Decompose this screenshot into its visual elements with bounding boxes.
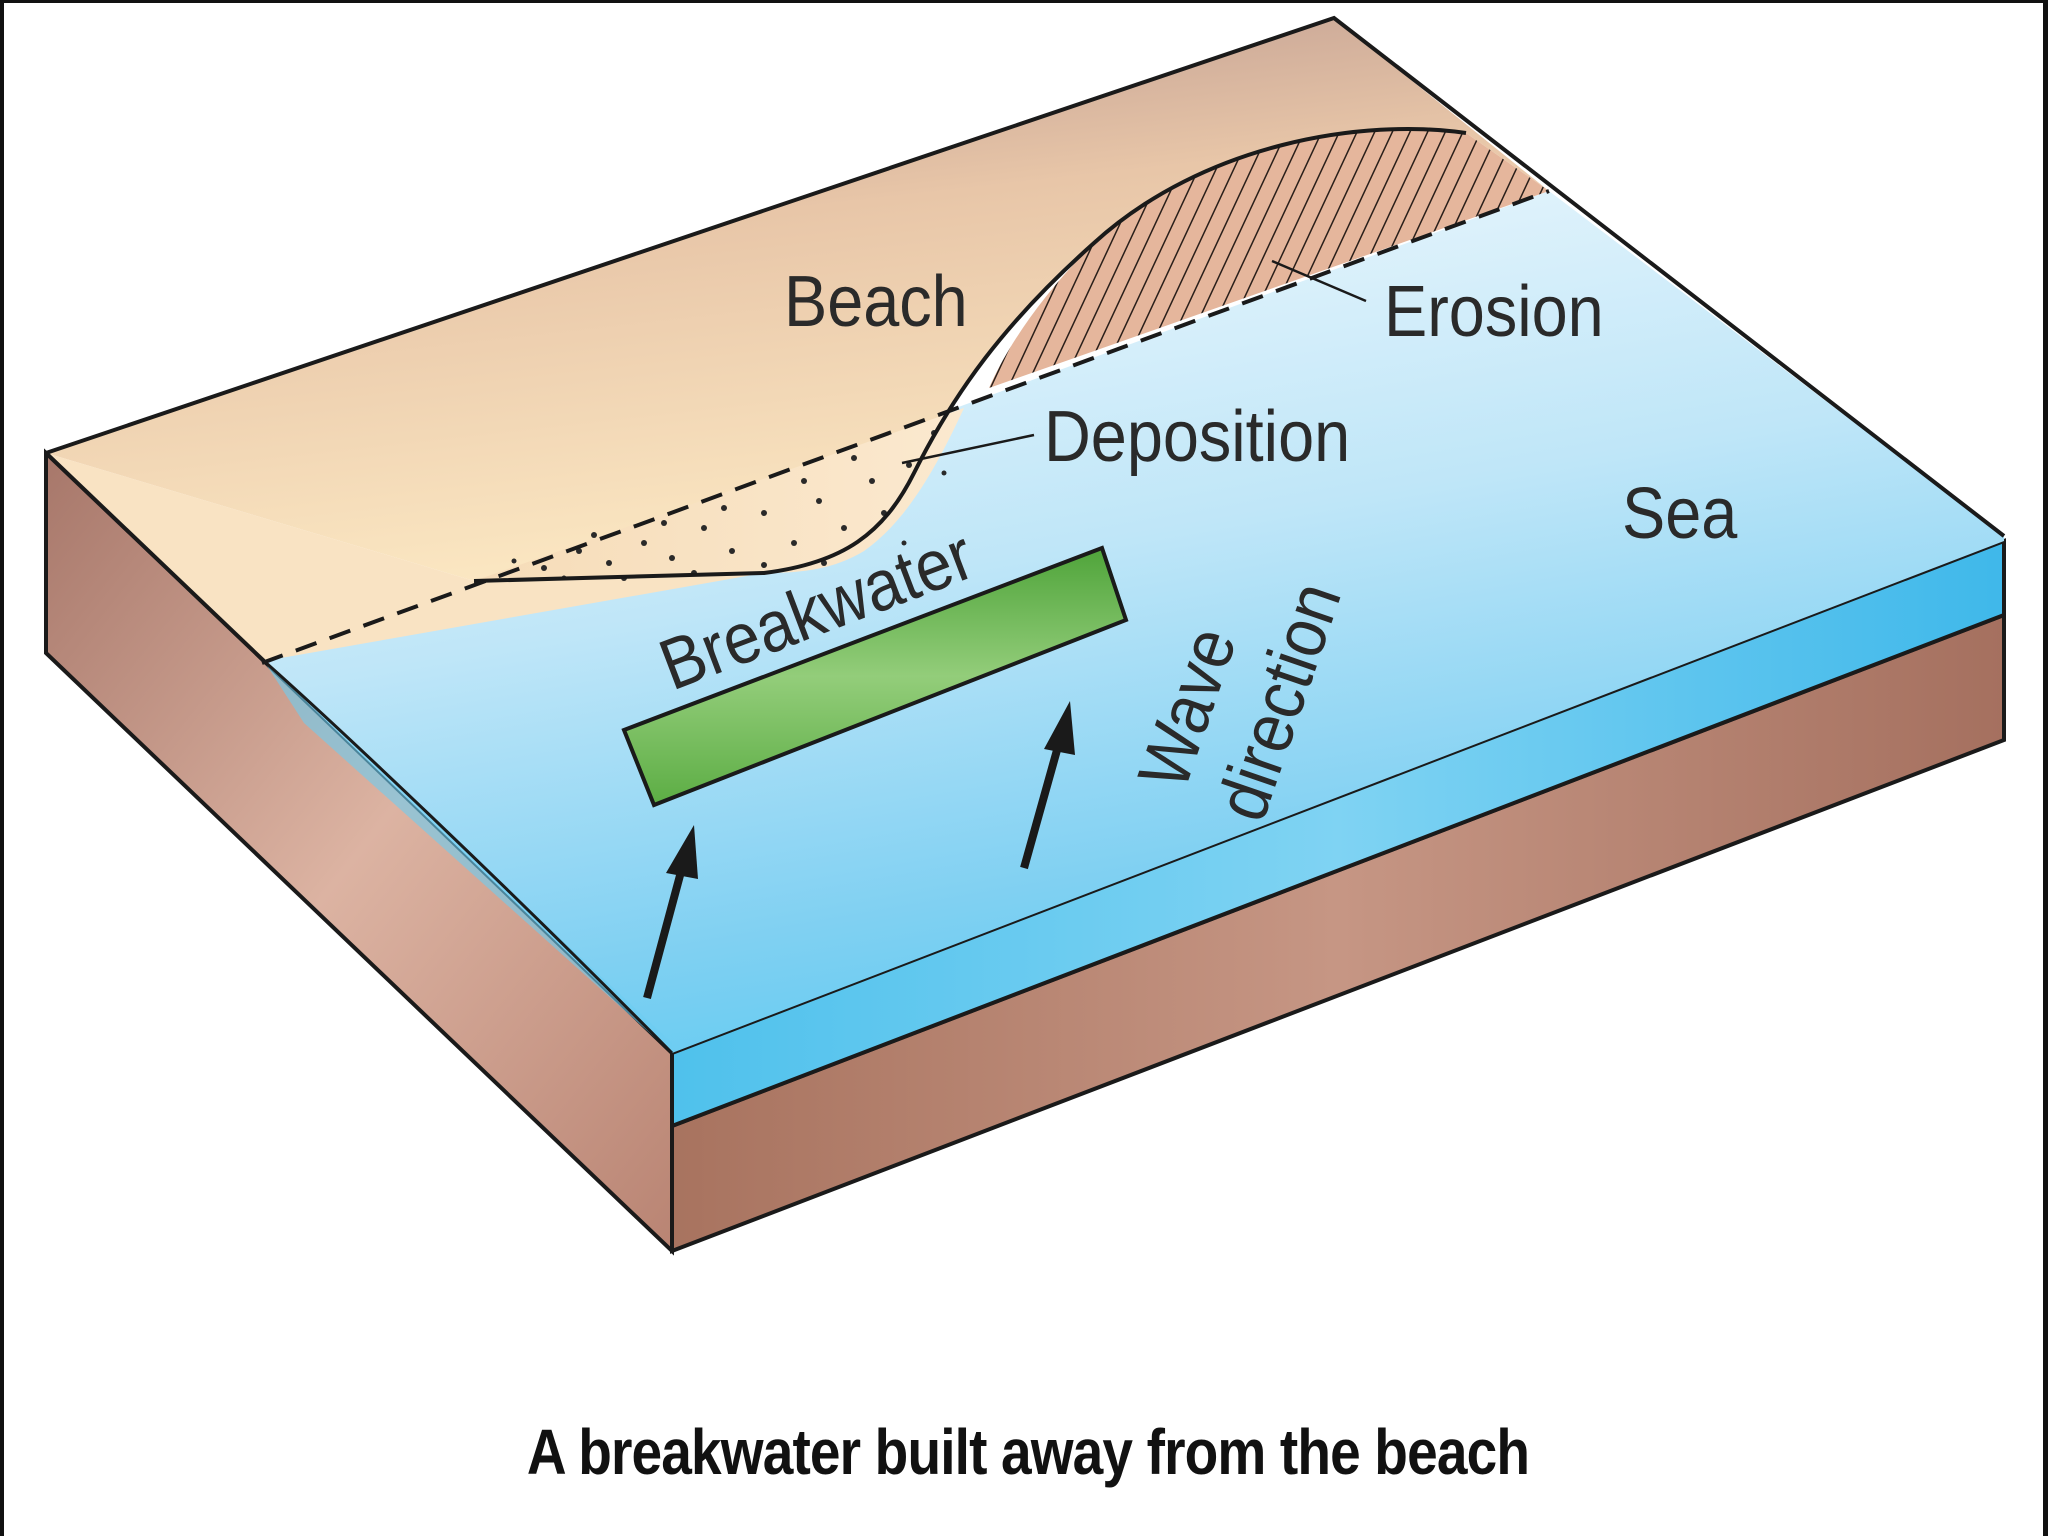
erosion-leader	[1271, 259, 1367, 303]
wave-arrow-left	[643, 825, 698, 1000]
erosion-label: Erosion	[1384, 271, 1604, 352]
block-front-water	[670, 538, 2006, 1129]
breakwater	[621, 545, 1129, 808]
sea-surface	[264, 191, 2004, 1053]
block-top-outline	[45, 15, 2006, 538]
shore-shallows	[264, 661, 672, 1053]
deposition-leader	[901, 433, 1035, 465]
beach-surface	[46, 18, 1549, 581]
deposition-label: Deposition	[1044, 396, 1350, 477]
wave-arrow-right	[1020, 701, 1075, 870]
breakwater-diagram: Beach Erosion Deposition Sea Breakwater …	[44, 15, 2006, 1256]
new-shoreline	[473, 127, 1467, 583]
diagram-caption: A breakwater built away from the beach	[526, 1416, 1530, 1488]
beach-label: Beach	[784, 261, 968, 342]
sea-label: Sea	[1622, 473, 1738, 554]
erosion-area	[989, 128, 1549, 388]
original-shoreline	[261, 189, 1550, 665]
deposition-dots	[511, 430, 947, 581]
